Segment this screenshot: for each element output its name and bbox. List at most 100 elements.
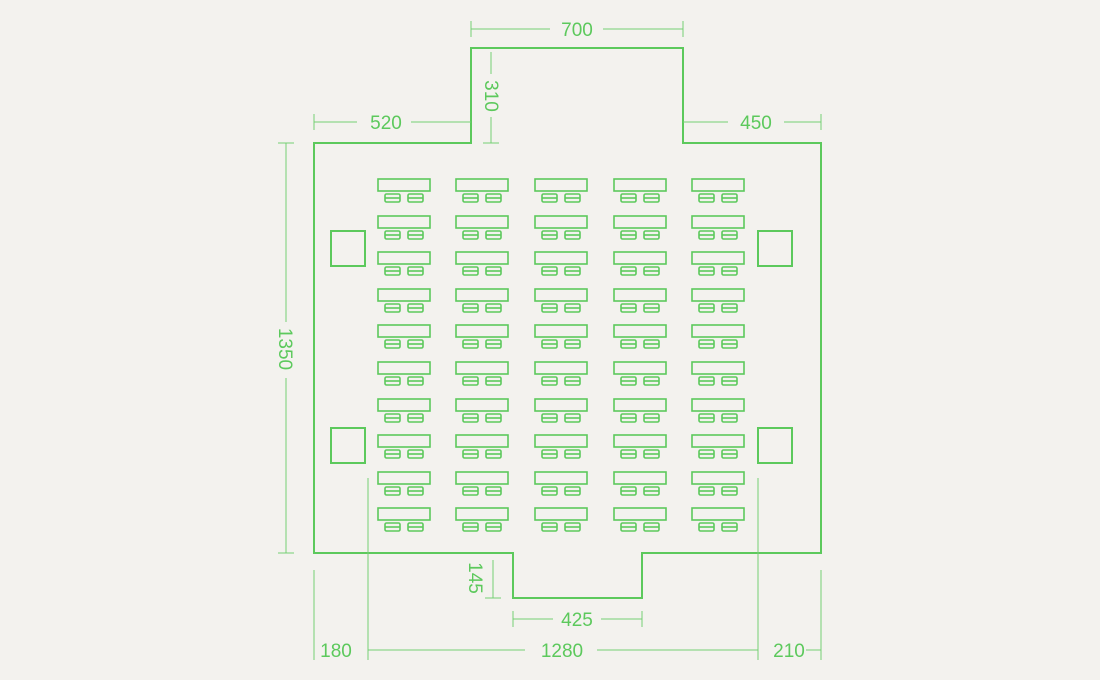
desk-set xyxy=(534,324,588,349)
desk-set xyxy=(377,361,431,386)
desk xyxy=(534,434,588,448)
room-outline xyxy=(313,47,822,599)
desk-set xyxy=(691,434,745,459)
desk-set xyxy=(455,471,509,496)
desk xyxy=(691,324,745,338)
desk xyxy=(534,324,588,338)
desk xyxy=(613,434,667,448)
desk-set xyxy=(534,434,588,459)
desk-set xyxy=(613,288,667,313)
desk xyxy=(534,251,588,265)
desk-set xyxy=(377,471,431,496)
desk xyxy=(613,471,667,485)
column-bottom-right xyxy=(757,427,793,464)
desk xyxy=(377,288,431,302)
desk-set xyxy=(691,288,745,313)
desk xyxy=(377,178,431,192)
desk xyxy=(455,215,509,229)
dim-left-offset: 520 xyxy=(370,113,402,134)
desk xyxy=(691,251,745,265)
desk xyxy=(534,471,588,485)
desk xyxy=(377,434,431,448)
dim-top-bay-depth: 310 xyxy=(480,80,501,112)
desk xyxy=(613,398,667,412)
desk xyxy=(613,507,667,521)
desk-set xyxy=(377,215,431,240)
desk xyxy=(691,398,745,412)
dim-right-offset: 450 xyxy=(740,113,772,134)
desk-set xyxy=(534,215,588,240)
desk-set xyxy=(377,324,431,349)
desk xyxy=(691,361,745,375)
desk-set xyxy=(691,398,745,423)
desk-set xyxy=(691,471,745,496)
desk-set xyxy=(455,398,509,423)
dim-bottom-bay-width: 425 xyxy=(561,610,593,631)
desk xyxy=(455,434,509,448)
desk xyxy=(691,434,745,448)
desk-set xyxy=(691,324,745,349)
desk xyxy=(613,251,667,265)
desk-set xyxy=(691,215,745,240)
desk-set xyxy=(613,178,667,203)
desk-set xyxy=(455,507,509,532)
desk-set xyxy=(377,288,431,313)
column-bottom-left xyxy=(330,427,366,464)
desk-set xyxy=(377,178,431,203)
desk xyxy=(691,178,745,192)
desk-set xyxy=(613,398,667,423)
desk-set xyxy=(455,434,509,459)
desk-set xyxy=(377,434,431,459)
desk xyxy=(691,288,745,302)
desk-set xyxy=(455,288,509,313)
desk xyxy=(455,398,509,412)
dim-seating-width: 1280 xyxy=(541,641,583,662)
desk-set xyxy=(534,251,588,276)
desk xyxy=(534,398,588,412)
desk-set xyxy=(455,324,509,349)
desk-set xyxy=(613,471,667,496)
desk-set xyxy=(377,507,431,532)
desk xyxy=(534,178,588,192)
dim-room-height: 1350 xyxy=(274,328,295,370)
desk xyxy=(534,361,588,375)
desk xyxy=(455,288,509,302)
desk xyxy=(377,251,431,265)
desk-set xyxy=(613,507,667,532)
desk-set xyxy=(377,398,431,423)
column-top-left xyxy=(330,230,366,267)
desk xyxy=(377,324,431,338)
desk-grid xyxy=(377,178,745,532)
desk-set xyxy=(613,215,667,240)
desk-set xyxy=(534,398,588,423)
desk-set xyxy=(455,361,509,386)
desk xyxy=(455,324,509,338)
desk-set xyxy=(455,178,509,203)
desk xyxy=(377,398,431,412)
desk xyxy=(377,507,431,521)
desk-set xyxy=(613,434,667,459)
desk xyxy=(534,288,588,302)
desk-set xyxy=(613,251,667,276)
dim-top-bay-width: 700 xyxy=(561,20,593,41)
column-top-right xyxy=(757,230,793,267)
desk xyxy=(377,471,431,485)
desk xyxy=(377,361,431,375)
desk xyxy=(455,471,509,485)
desk xyxy=(455,507,509,521)
desk-set xyxy=(534,178,588,203)
desk xyxy=(613,288,667,302)
dimension-lines xyxy=(278,21,822,660)
dim-bottom-bay-depth: 145 xyxy=(464,562,485,594)
desk-set xyxy=(691,251,745,276)
desk xyxy=(455,178,509,192)
desk-set xyxy=(613,324,667,349)
desk-set xyxy=(377,251,431,276)
desk xyxy=(455,361,509,375)
desk xyxy=(455,251,509,265)
dim-right-margin: 210 xyxy=(773,641,805,662)
desk-set xyxy=(691,507,745,532)
desk-set xyxy=(613,361,667,386)
desk xyxy=(691,215,745,229)
